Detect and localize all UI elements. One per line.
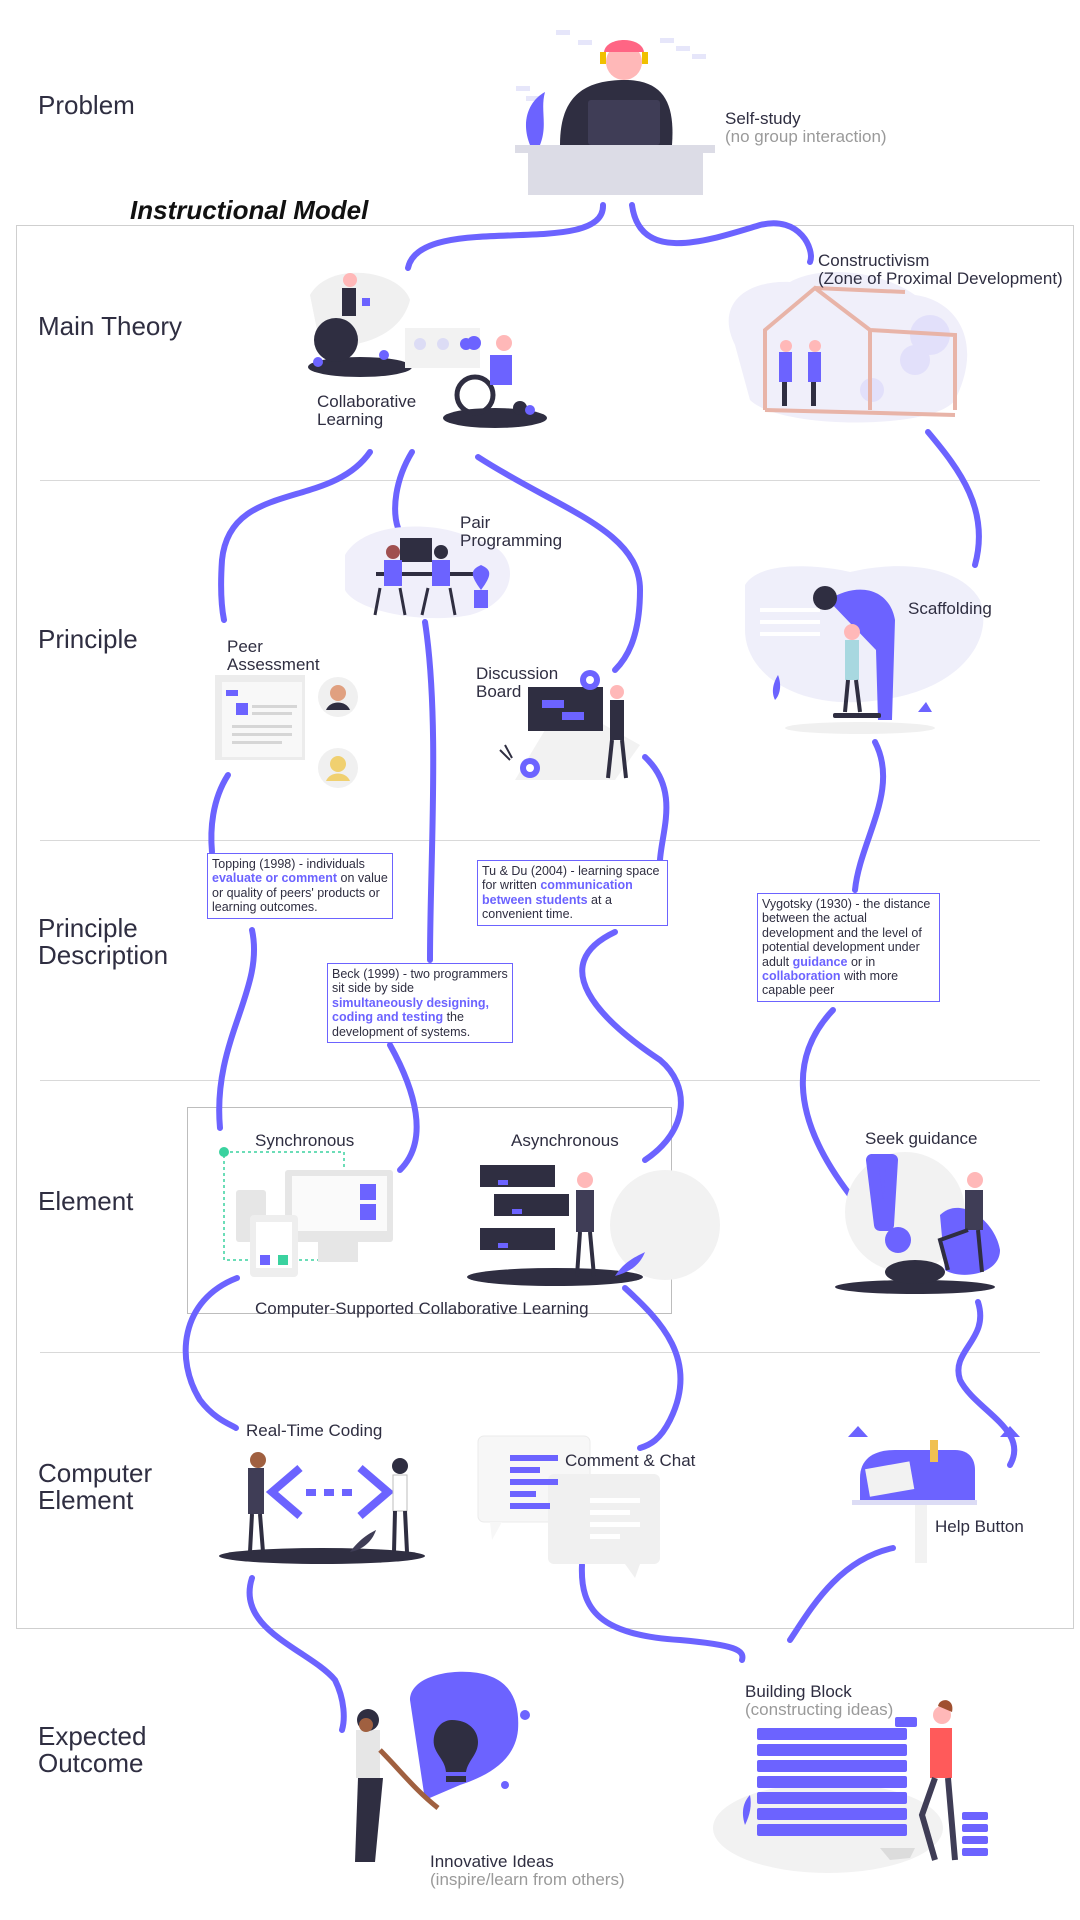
connector-constructivism-scaffolding: [925, 429, 982, 568]
peer-assessment-illustration: [215, 675, 358, 788]
caption-real-time-coding: Real-Time Coding: [246, 1421, 383, 1440]
help-button-illustration: [848, 1426, 1020, 1563]
connector-scaffolding-vygotsky: [852, 739, 887, 893]
connector-async-comment: [622, 1285, 684, 1451]
connector-comment-building: [578, 1562, 746, 1663]
caption-asynchronous: Asynchronous: [511, 1131, 619, 1150]
description-beck-highlight: simultaneously designing, coding and tes…: [332, 995, 489, 1025]
connector-help-building: [787, 1545, 896, 1643]
caption-discussion-board: Discussion Board: [476, 664, 559, 701]
instructional-model-frame: [16, 225, 1074, 1629]
description-vygotsky-text: Vygotsky (1930) - the distance between t…: [762, 897, 931, 969]
description-beck: Beck (1999) - two programmers sit side b…: [327, 963, 513, 1043]
row-label-principle-description: Principle Description: [38, 913, 169, 971]
caption-seek-guidance: Seek guidance: [865, 1129, 978, 1148]
innovative-ideas-illustration: [355, 1671, 530, 1862]
connector-beck-sync: [387, 1042, 420, 1173]
caption-comment-chat: Comment & Chat: [565, 1451, 696, 1470]
description-tu-du-text: Tu & Du (2004) - learning space for writ…: [482, 864, 660, 893]
row-divider: [40, 1080, 1040, 1081]
caption-innovative-ideas-sub: (inspire/learn from others): [430, 1869, 625, 1889]
connector-peer-topping: [208, 772, 231, 855]
connector-sync-realtime: [182, 1275, 240, 1431]
row-label-problem: Problem: [38, 90, 135, 120]
description-beck-text: Beck (1999) - two programmers sit side b…: [332, 967, 508, 996]
connector-topping-sync: [216, 927, 257, 1131]
caption-scaffolding: Scaffolding: [908, 599, 992, 618]
caption-synchronous: Synchronous: [255, 1131, 355, 1150]
connector-vygotsky-seek: [799, 1007, 853, 1198]
connector-pair-beck: [422, 619, 437, 963]
connector-collab-discussion: [475, 454, 644, 673]
row-label-element: Element: [38, 1186, 134, 1216]
description-topping-highlight: evaluate or comment: [212, 871, 338, 886]
model-title: Instructional Model: [130, 195, 369, 225]
description-topping-text-end: on value or quality of peers' products o…: [212, 871, 388, 915]
connector-problem-constructivism: [629, 202, 814, 265]
row-divider: [40, 840, 1040, 841]
synchronous-illustration: [219, 1147, 393, 1277]
row-label-principle: Principle: [38, 624, 138, 654]
description-vygotsky-text-end: with more capable peer: [762, 968, 899, 998]
caption-self-study-sub: (no group interaction): [725, 126, 887, 146]
connector-realtime-innovative: [246, 1575, 347, 1733]
caption-building-block-sub: (constructing ideas): [745, 1699, 894, 1719]
scaffolding-illustration: [745, 566, 984, 734]
connector-problem-collaborative: [405, 202, 607, 271]
comment-chat-illustration: [477, 1435, 660, 1578]
connector-seek-help: [955, 1299, 1018, 1468]
row-label-expected-outcome: Expected Outcome: [38, 1721, 147, 1779]
connector-collab-pair: [392, 449, 415, 531]
caption-self-study-label: Self-study: [725, 108, 801, 128]
caption-collaborative-learning: Collaborative Learning: [317, 392, 417, 429]
description-tu-du-highlight: communication between students: [482, 878, 633, 907]
row-divider: [40, 480, 1040, 481]
caption-building-block-label: Building Block: [745, 1681, 852, 1701]
description-vygotsky-text-mid: or in: [847, 954, 876, 969]
description-beck-text-end: the development of systems.: [332, 1010, 471, 1039]
description-topping: Topping (1998) - individuals evaluate or…: [207, 853, 393, 919]
caption-innovative-ideas: Innovative Ideas (inspire/learn from oth…: [430, 1835, 625, 1906]
connector-curves: [182, 202, 1018, 1733]
description-tu-du: Tu & Du (2004) - learning space for writ…: [477, 860, 668, 926]
seek-guidance-illustration: [835, 1152, 1000, 1294]
caption-help-button: Help Button: [935, 1517, 1024, 1536]
description-topping-text: Topping (1998) - individuals: [212, 857, 365, 871]
caption-constructivism: Constructivism (Zone of Proximal Develop…: [818, 251, 1063, 288]
discussion-board-illustration: [499, 670, 640, 780]
row-divider: [40, 1352, 1040, 1353]
connector-tudu-async: [579, 929, 684, 1163]
constructivism-illustration: [728, 272, 968, 423]
asynchronous-illustration: [467, 1165, 720, 1286]
description-vygotsky: Vygotsky (1930) - the distance between t…: [757, 893, 940, 1002]
caption-building-block: Building Block (constructing ideas): [745, 1665, 893, 1736]
caption-innovative-ideas-label: Innovative Ideas: [430, 1851, 554, 1871]
description-vygotsky-highlight-collaboration: collaboration: [762, 968, 841, 983]
real-time-coding-illustration: [219, 1452, 425, 1564]
row-label-main-theory: Main Theory: [38, 311, 183, 341]
building-block-illustration: [713, 1700, 988, 1873]
caption-pair-programming: Pair Programming: [460, 513, 563, 550]
caption-cscl: Computer-Supported Collaborative Learnin…: [255, 1299, 589, 1318]
caption-self-study: Self-study (no group interaction): [725, 92, 887, 163]
description-tu-du-text-end: at a convenient time.: [482, 892, 612, 922]
connector-discussion-tudu: [642, 754, 670, 863]
description-vygotsky-highlight-guidance: guidance: [792, 954, 848, 969]
self-study-illustration: [515, 30, 715, 195]
collaborative-learning-illustration: [308, 272, 547, 428]
connector-collab-peer: [218, 449, 373, 623]
caption-peer-assessment: Peer Assessment: [227, 637, 320, 674]
row-label-computer-element: Computer Element: [38, 1458, 153, 1516]
pair-programming-illustration: [345, 526, 510, 619]
